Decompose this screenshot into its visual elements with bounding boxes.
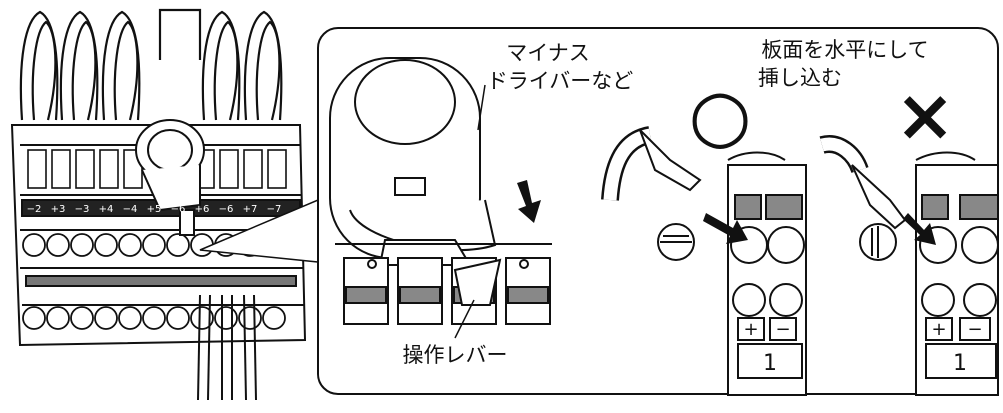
correct-terminal-minus: −	[775, 319, 790, 340]
incorrect-mark: ×	[895, 73, 955, 157]
overview-terminal-label: +6	[195, 204, 210, 215]
correct-insert-arrow	[703, 213, 748, 244]
overview-terminal-label: +4	[99, 204, 114, 215]
push-down-arrow	[517, 180, 541, 223]
correct-insertion-illustration	[601, 126, 807, 396]
overview-terminal-labels: −2 +3 −3 +4 −4 +5 −6 +6 −6 +7 −7	[27, 204, 282, 215]
overview-terminal-label: −4	[123, 204, 138, 215]
insert-instruction-line-1: 板面を水平にして	[761, 38, 928, 62]
top-wire-loops	[19, 8, 283, 121]
incorrect-terminal-number: 1	[953, 351, 967, 376]
screwdriver-leader-line	[477, 84, 486, 131]
overview-terminal-label: +3	[51, 204, 66, 215]
bottom-wires	[197, 294, 257, 401]
overview-terminal-label: −3	[75, 204, 90, 215]
overview-terminal-label: −7	[267, 204, 282, 215]
overview-terminal-label: +5	[147, 204, 162, 215]
screwdriver-label-line-2: ドライバーなど	[487, 69, 634, 93]
overview-terminal-label: −6	[219, 204, 234, 215]
insert-instruction-line-2: 挿し込む	[758, 66, 842, 90]
correct-terminal-number: 1	[763, 351, 777, 376]
lever-label: 操作レバー	[403, 343, 508, 367]
screwdriver-label-line-1: マイナス	[506, 41, 590, 65]
detail-terminal-block	[335, 243, 552, 325]
correct-mark: ○	[689, 73, 752, 157]
lever-row-2	[25, 275, 297, 287]
overview-terminal-label: +7	[243, 204, 258, 215]
incorrect-terminal-minus: −	[967, 319, 982, 340]
overview-terminal-label: −6	[171, 204, 186, 215]
incorrect-terminal-plus: +	[931, 319, 946, 340]
terminal-block-overview	[10, 8, 307, 401]
lever-leader-line	[454, 299, 475, 339]
detail-screwdriver	[329, 57, 497, 266]
clamp-circles-row-2	[22, 306, 286, 330]
incorrect-insertion-illustration	[819, 135, 999, 396]
overview-screwdriver	[135, 119, 205, 236]
incorrect-insert-arrow	[903, 213, 936, 245]
correct-terminal-plus: +	[743, 319, 758, 340]
overview-terminal-label: −2	[27, 204, 42, 215]
